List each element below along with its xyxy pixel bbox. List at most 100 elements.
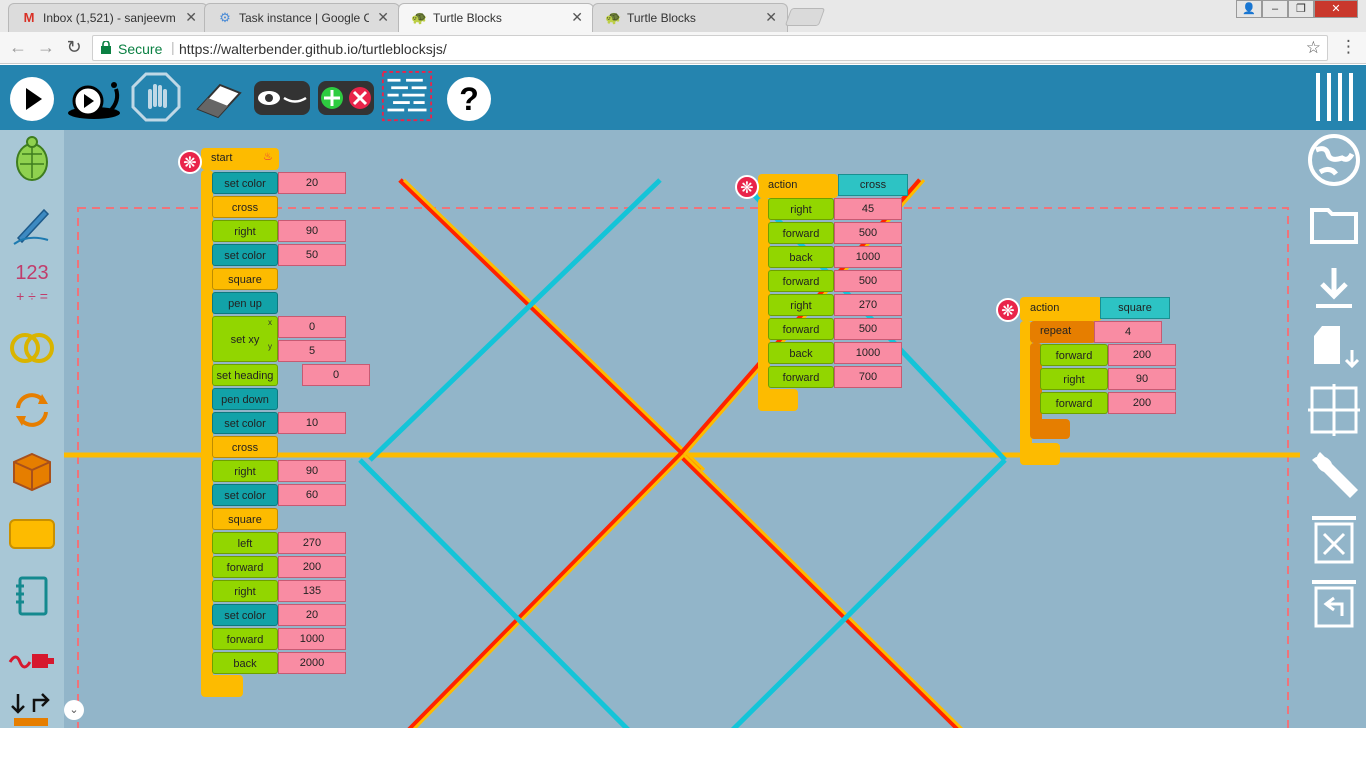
action-hat-block[interactable]: action [1020, 297, 1102, 321]
number-value[interactable]: 200 [1108, 344, 1176, 366]
number-value[interactable]: 2000 [278, 652, 346, 674]
url-text[interactable]: https://walterbender.github.io/turtleblo… [179, 41, 447, 57]
back-arrow-icon[interactable]: ← [9, 37, 27, 57]
number-value[interactable]: 50 [278, 244, 346, 266]
reload-icon[interactable]: ↻ [66, 37, 82, 57]
block-square[interactable]: square [212, 268, 278, 290]
number-value[interactable]: 0 [302, 364, 370, 386]
number-value[interactable]: 1000 [278, 628, 346, 650]
block-right[interactable]: right [212, 580, 278, 602]
globe-planet-icon[interactable] [1306, 132, 1362, 188]
block-pen-up[interactable]: pen up [212, 292, 278, 314]
media-palette-icon[interactable] [8, 692, 56, 728]
block-set-color[interactable]: set color [212, 244, 278, 266]
block-right[interactable]: right [768, 294, 834, 316]
boxes-palette-icon[interactable] [8, 448, 56, 496]
forward-arrow-icon[interactable]: → [37, 37, 55, 57]
collapse-stack-button[interactable]: ❋ [735, 175, 759, 199]
close-icon[interactable]: ✕ [377, 9, 389, 25]
block-right[interactable]: right [1040, 368, 1108, 390]
repeat-count-value[interactable]: 4 [1094, 321, 1162, 343]
block-pen-down[interactable]: pen down [212, 388, 278, 410]
show-hide-blocks-button[interactable] [252, 71, 312, 123]
wrench-settings-icon[interactable] [1306, 446, 1362, 502]
block-back[interactable]: back [212, 652, 278, 674]
eraser-clear-button[interactable] [194, 71, 244, 123]
run-slow-snail-button[interactable] [66, 71, 124, 123]
action-palette-icon[interactable] [8, 510, 56, 558]
number-value[interactable]: 60 [278, 484, 346, 506]
block-forward[interactable]: forward [1040, 392, 1108, 414]
extras-palette-icon[interactable] [8, 572, 56, 620]
number-value[interactable]: 20 [278, 604, 346, 626]
profile-icon[interactable]: 👤 [1236, 0, 1262, 18]
action-name-cross[interactable]: cross [838, 174, 908, 196]
expand-collapse-blocks-button[interactable] [316, 71, 376, 123]
setxy-y-value[interactable]: 5 [278, 340, 346, 362]
maximize-button[interactable]: ❐ [1288, 0, 1314, 18]
minimize-button[interactable]: – [1262, 0, 1288, 18]
block-right[interactable]: right [212, 460, 278, 482]
block-square[interactable]: square [212, 508, 278, 530]
download-save-icon[interactable] [1306, 260, 1362, 316]
number-value[interactable]: 200 [1108, 392, 1176, 414]
number-value[interactable]: 500 [834, 318, 902, 340]
collapse-stack-button[interactable]: ❋ [996, 298, 1020, 322]
block-back[interactable]: back [768, 342, 834, 364]
new-tab-button[interactable] [784, 8, 826, 26]
turtle-canvas[interactable] [0, 130, 1366, 728]
block-set-heading[interactable]: set heading [212, 364, 278, 386]
tab-turtle-blocks[interactable]: 🐢 Turtle Blocks ✕ [592, 3, 788, 32]
block-forward[interactable]: forward [1040, 344, 1108, 366]
block-set-xy[interactable]: set xy [212, 316, 278, 362]
number-value[interactable]: 700 [834, 366, 902, 388]
browser-menu-icon[interactable]: ⋮ [1340, 37, 1357, 56]
block-set-color[interactable]: set color [212, 172, 278, 194]
number-value[interactable]: 200 [278, 556, 346, 578]
block-set-color[interactable]: set color [212, 412, 278, 434]
close-icon[interactable]: ✕ [185, 9, 197, 25]
block-forward[interactable]: forward [212, 556, 278, 578]
setxy-x-value[interactable]: 0 [278, 316, 346, 338]
menu-bars-button[interactable] [1312, 71, 1358, 123]
tab-gmail[interactable]: M Inbox (1,521) - sanjeevm ✕ [8, 3, 208, 32]
pen-palette-icon[interactable] [8, 200, 56, 248]
number-value[interactable]: 10 [278, 412, 346, 434]
grid-cartesian-icon[interactable] [1306, 382, 1362, 438]
number-value[interactable]: 135 [278, 580, 346, 602]
block-set-color[interactable]: set color [212, 484, 278, 506]
number-palette-icon[interactable]: 123+ ÷ = [8, 262, 56, 310]
trash-delete-icon[interactable] [1306, 510, 1362, 566]
close-icon[interactable]: ✕ [765, 9, 777, 25]
address-bar[interactable]: Secure | https://walterbender.github.io/… [92, 35, 1328, 61]
number-value[interactable]: 270 [278, 532, 346, 554]
block-set-color[interactable]: set color [212, 604, 278, 626]
collapse-stack-button[interactable]: ❋ [178, 150, 202, 174]
block-right[interactable]: right [212, 220, 278, 242]
sensors-palette-icon[interactable] [8, 634, 56, 682]
action-hat-block[interactable]: action [758, 174, 838, 198]
block-left[interactable]: left [212, 532, 278, 554]
boolean-palette-icon[interactable] [8, 324, 56, 372]
block-right[interactable]: right [768, 198, 834, 220]
number-value[interactable]: 270 [834, 294, 902, 316]
block-forward[interactable]: forward [768, 270, 834, 292]
repeat-block[interactable]: repeat [1030, 321, 1096, 343]
tab-turtle-blocks-active[interactable]: 🐢 Turtle Blocks ✕ [398, 3, 594, 32]
restore-trash-icon[interactable] [1306, 574, 1362, 630]
window-close-button[interactable]: ✕ [1314, 0, 1358, 18]
number-value[interactable]: 45 [834, 198, 902, 220]
number-value[interactable]: 1000 [834, 246, 902, 268]
block-cross[interactable]: cross [212, 436, 278, 458]
stop-hand-button[interactable] [130, 71, 182, 123]
block-back[interactable]: back [768, 246, 834, 268]
folder-open-icon[interactable] [1306, 196, 1362, 252]
collapse-stacks-button[interactable] [380, 71, 434, 123]
run-fast-button[interactable] [8, 71, 56, 123]
block-forward[interactable]: forward [768, 318, 834, 340]
number-value[interactable]: 90 [278, 220, 346, 242]
load-plugin-icon[interactable] [1306, 320, 1362, 376]
block-forward[interactable]: forward [768, 222, 834, 244]
action-name-square[interactable]: square [1100, 297, 1170, 319]
number-value[interactable]: 90 [278, 460, 346, 482]
